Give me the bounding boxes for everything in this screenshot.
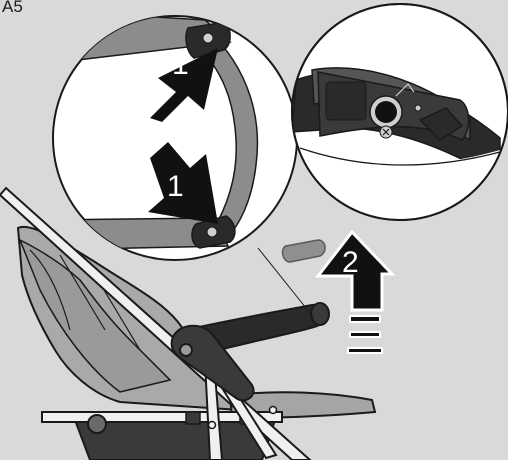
stroller-bottom-joint [88,415,106,433]
callout-2: 2 [342,246,359,279]
magnified-release-button [292,4,508,230]
magnified-canopy-hinge: 1 1 [40,10,297,260]
lift-arrow-bar-1 [350,316,380,322]
callout-1-upper: 1 [172,48,189,81]
lift-arrow-bar-3 [348,348,382,353]
stroller-hinge-pivot [180,344,192,356]
stroller-armrest-end [311,303,329,325]
lift-arrow-group: 2 [318,232,392,353]
release-panel [326,82,366,120]
stroller-leg-rivet [209,422,216,429]
lift-arrow-bar-2 [350,332,380,337]
release-button-icon [375,101,397,123]
stroller-leg-rivet-2 [270,407,277,414]
callout-1-lower: 1 [167,170,184,203]
stroller-side-plug [283,240,326,262]
stroller-basket-clip-left [186,412,200,424]
